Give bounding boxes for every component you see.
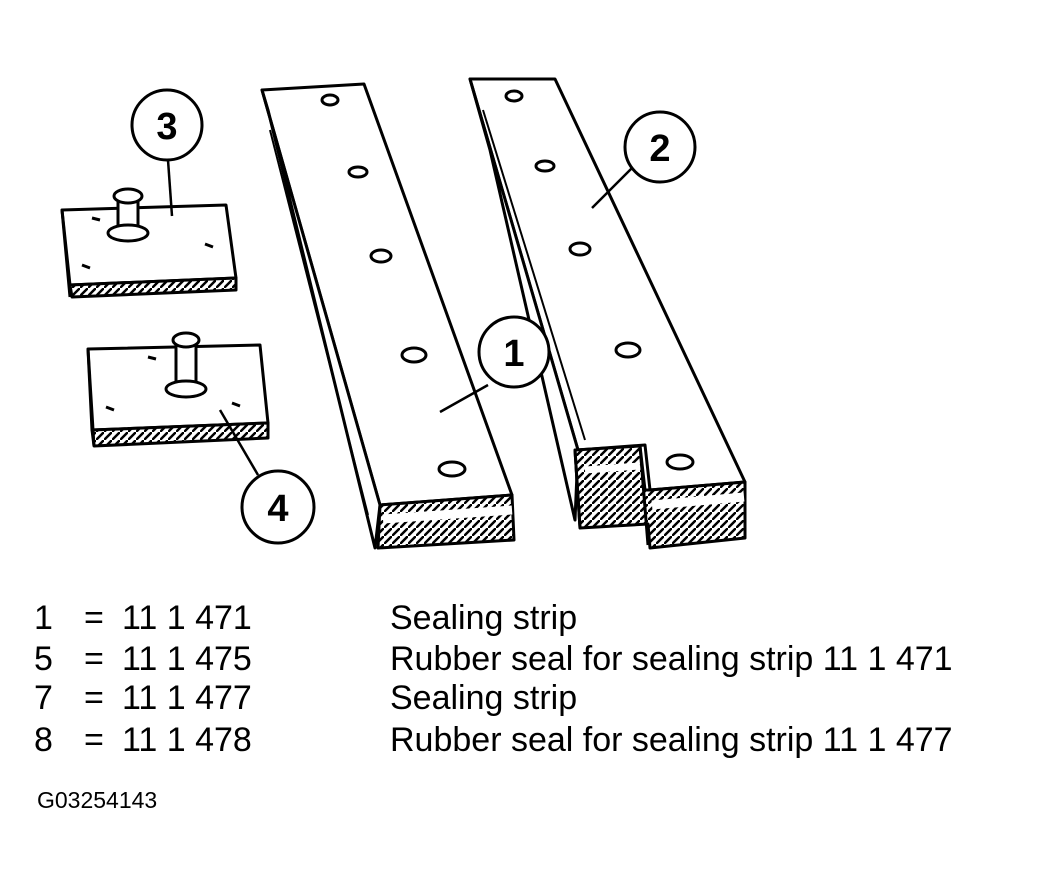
legend-number: 7 (34, 679, 53, 717)
rubber-seal-part-3 (60, 187, 238, 299)
sealing-strip-part-1 (260, 82, 516, 550)
legend-number: 8 (34, 721, 53, 759)
legend-part-code: 11 1 475 (122, 640, 252, 678)
callout-3-leader (166, 159, 174, 217)
callout-4-label: 4 (267, 488, 288, 530)
legend-part-code: 11 1 478 (122, 721, 252, 759)
legend-description: Rubber seal for sealing strip 11 1 471 (390, 640, 953, 678)
callout-4-leader (218, 409, 260, 476)
legend-equals: = (84, 640, 104, 678)
callout-3: 3 (130, 88, 204, 162)
callout-4: 4 (240, 469, 316, 545)
callout-2-label: 2 (649, 128, 670, 170)
legend-description: Rubber seal for sealing strip 11 1 477 (390, 721, 953, 759)
legend-equals: = (84, 599, 104, 637)
callout-2-leader (591, 167, 633, 209)
legend-equals: = (84, 721, 104, 759)
legend-part-code: 11 1 477 (122, 679, 252, 717)
legend-number: 1 (34, 599, 53, 637)
callout-3-label: 3 (156, 106, 177, 148)
legend-number: 5 (34, 640, 53, 678)
legend-description: Sealing strip (390, 599, 578, 637)
legend-equals: = (84, 679, 104, 717)
callout-2: 2 (623, 110, 697, 184)
figure-id: G03254143 (37, 787, 158, 813)
callout-1-leader (439, 383, 489, 414)
legend-description: Sealing strip (390, 679, 578, 717)
rubber-seal-part-4 (86, 331, 270, 448)
parts-illustration: 3 2 1 4 (60, 77, 747, 550)
callout-1-label: 1 (503, 333, 524, 375)
callout-1: 1 (477, 315, 551, 389)
sealing-strip-part-2 (468, 77, 747, 550)
legend-part-code: 11 1 471 (122, 599, 252, 637)
